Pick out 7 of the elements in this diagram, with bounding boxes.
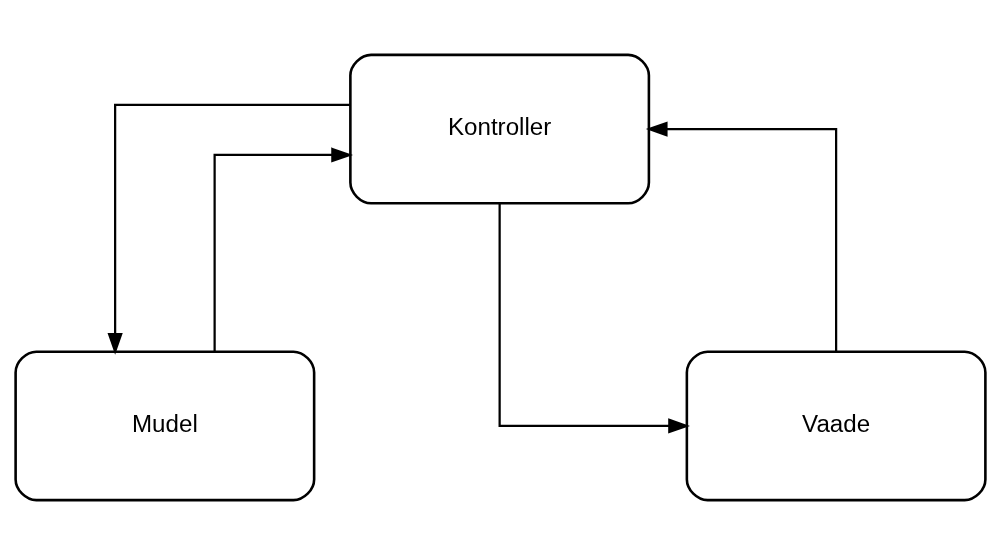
arrow: [213, 146, 353, 351]
arrow: [107, 103, 350, 355]
node-box: Kontroller: [349, 53, 651, 205]
arrow: [498, 203, 690, 433]
node-box: Mudel: [14, 349, 316, 501]
arrow: [645, 121, 838, 351]
node-box: Vaade: [685, 349, 987, 501]
